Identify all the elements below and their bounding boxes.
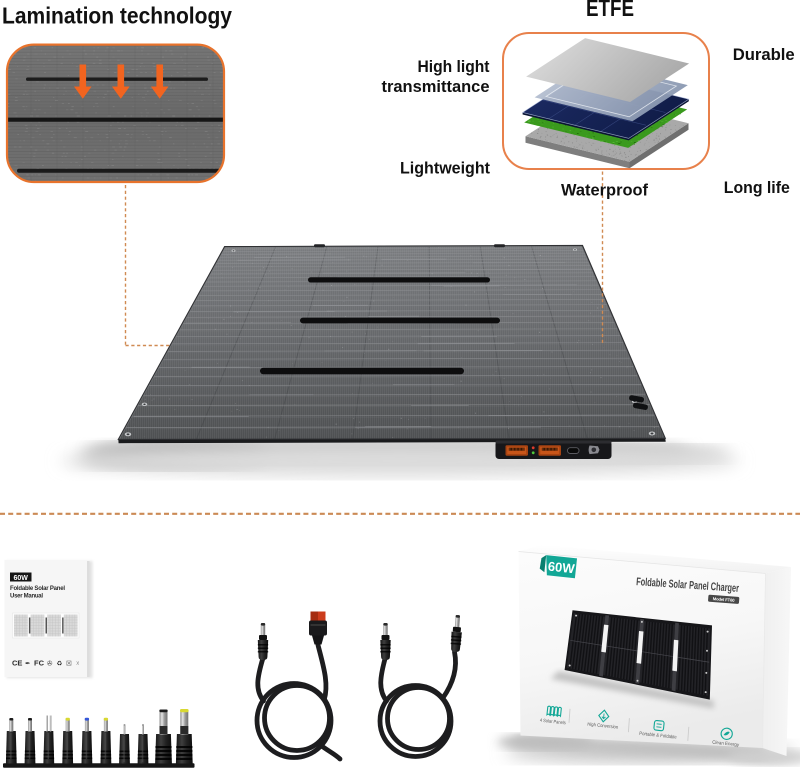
svg-text:Model FT60: Model FT60 [712,596,735,603]
svg-text:transmittance: transmittance [382,77,490,96]
svg-text:Portable & Foldable: Portable & Foldable [639,731,677,741]
svg-text:☓: ☓ [76,661,80,668]
svg-text:Foldable Solar Panel: Foldable Solar Panel [10,586,65,592]
svg-text:✒: ✒ [25,661,31,668]
svg-text:Lightweight: Lightweight [400,159,490,178]
svg-text:FC: FC [34,659,45,668]
svg-text:Long life: Long life [724,178,790,197]
svg-text:ETFE: ETFE [586,0,634,22]
svg-text:Waterproof: Waterproof [561,181,648,200]
svg-text:Durable: Durable [733,45,795,64]
svg-text:Clean Energy: Clean Energy [712,740,740,749]
svg-text:4 Solar Panels: 4 Solar Panels [539,718,566,727]
svg-text:Lamination technology: Lamination technology [2,3,232,29]
svg-text:☒: ☒ [66,660,72,668]
svg-text:User Manual: User Manual [10,594,43,600]
svg-text:High light: High light [418,57,490,76]
svg-text:High Conversion: High Conversion [587,722,619,731]
svg-text:60W: 60W [13,575,28,582]
svg-text:♻: ♻ [57,661,63,668]
svg-text:CE: CE [12,659,22,668]
svg-text:✇: ✇ [47,660,53,668]
svg-text:60W: 60W [547,559,576,577]
